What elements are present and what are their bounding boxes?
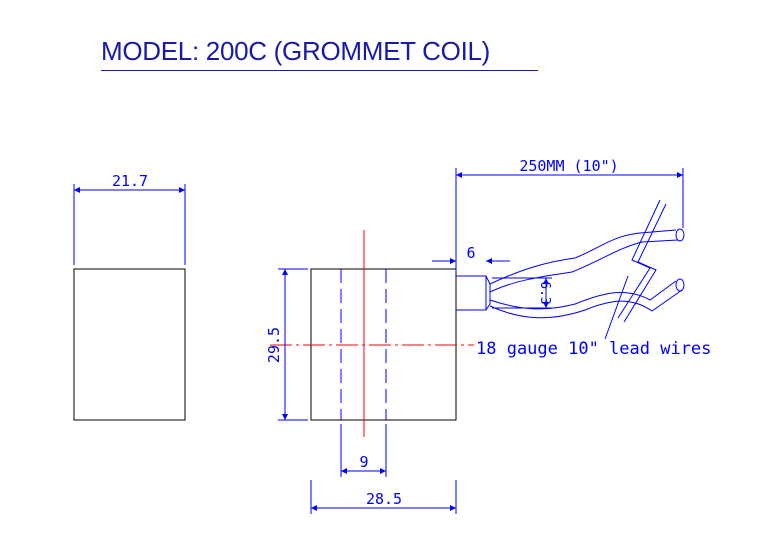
lead-wire-upper-b xyxy=(489,239,679,293)
lead-wire-leader xyxy=(604,275,629,340)
lead-wire-upper xyxy=(489,229,677,285)
wire-break-symbol xyxy=(617,199,661,319)
lead-wire-lower-b xyxy=(489,289,683,319)
lead-wire-lower-end xyxy=(675,278,685,292)
gap-label: 9 xyxy=(359,453,368,471)
lead-wire-annotation: 18 gauge 10" lead wires xyxy=(476,339,711,359)
side-view: 21.7 xyxy=(73,172,186,421)
side-view-body xyxy=(73,268,186,421)
page-title: MODEL: 200C (GROMMET COIL) xyxy=(101,36,491,66)
front-view: 29.5 9 28.5 xyxy=(265,230,474,514)
grommet-dia-label: 6.3 xyxy=(537,281,552,304)
lead-length-label: 250MM (10") xyxy=(519,157,618,175)
side-width-label: 21.7 xyxy=(112,172,148,190)
grommet-outline xyxy=(456,275,491,311)
lead-wire-upper-end xyxy=(675,228,685,242)
grommet-assembly: 6 6.3 250MM (10") 18 gauge 10" lead wire… xyxy=(432,157,711,359)
front-width-label: 28.5 xyxy=(366,490,402,508)
title-underline xyxy=(101,70,538,71)
wire-break-symbol-b xyxy=(623,203,667,323)
grommet-length-label: 6 xyxy=(466,244,475,262)
height-label: 29.5 xyxy=(265,327,283,363)
lead-wire-lower xyxy=(489,280,677,310)
